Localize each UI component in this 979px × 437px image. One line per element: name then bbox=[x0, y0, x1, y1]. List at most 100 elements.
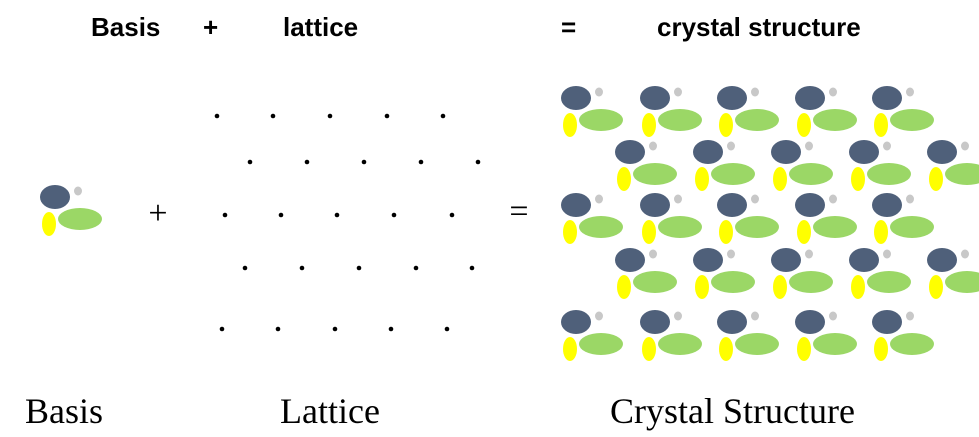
dark-ellipse bbox=[849, 140, 879, 164]
crystal-motif-2-4 bbox=[872, 193, 934, 244]
green-ellipse bbox=[945, 271, 979, 293]
grey-dot bbox=[649, 141, 657, 151]
dark-ellipse bbox=[561, 310, 591, 334]
crystal-motif-2-0 bbox=[561, 193, 623, 244]
crystal-motif-3-2 bbox=[771, 248, 833, 299]
crystal-motif-1-3 bbox=[849, 140, 911, 191]
yellow-ellipse bbox=[929, 275, 943, 299]
dark-ellipse bbox=[561, 193, 591, 217]
dark-ellipse bbox=[795, 193, 825, 217]
grey-dot bbox=[805, 249, 813, 259]
lattice-point-4-4 bbox=[444, 326, 450, 332]
crystal-motif-2-1 bbox=[640, 193, 702, 244]
green-ellipse bbox=[890, 216, 934, 238]
dark-ellipse bbox=[717, 193, 747, 217]
green-ellipse bbox=[890, 333, 934, 355]
yellow-ellipse bbox=[695, 275, 709, 299]
header-plus: + bbox=[203, 12, 219, 42]
grey-dot bbox=[727, 141, 735, 151]
lattice-point-0-0 bbox=[214, 113, 220, 119]
crystal-motif-3-3 bbox=[849, 248, 911, 299]
dark-ellipse bbox=[717, 86, 747, 110]
green-ellipse bbox=[658, 333, 702, 355]
green-ellipse bbox=[658, 109, 702, 131]
grey-dot bbox=[649, 249, 657, 259]
grey-dot bbox=[674, 311, 682, 321]
grey-dot bbox=[595, 311, 603, 321]
dark-ellipse bbox=[795, 86, 825, 110]
grey-dot bbox=[906, 87, 914, 97]
dark-ellipse bbox=[693, 248, 723, 272]
yellow-ellipse bbox=[642, 337, 656, 361]
yellow-ellipse bbox=[719, 337, 733, 361]
yellow-ellipse bbox=[617, 275, 631, 299]
yellow-ellipse bbox=[773, 167, 787, 191]
green-ellipse bbox=[711, 163, 755, 185]
crystal-motif-0-1 bbox=[640, 86, 702, 137]
lattice-point-3-0 bbox=[242, 265, 248, 271]
lattice-point-0-1 bbox=[270, 113, 276, 119]
green-ellipse bbox=[735, 333, 779, 355]
caption-crystal-structure: Crystal Structure bbox=[610, 391, 855, 431]
green-ellipse bbox=[633, 271, 677, 293]
lattice-point-2-3 bbox=[391, 212, 397, 218]
dark-ellipse bbox=[771, 140, 801, 164]
grey-dot bbox=[751, 311, 759, 321]
dark-ellipse bbox=[615, 140, 645, 164]
green-ellipse bbox=[867, 271, 911, 293]
yellow-ellipse bbox=[642, 220, 656, 244]
grey-dot bbox=[751, 194, 759, 204]
grey-dot bbox=[751, 87, 759, 97]
crystal-motif-4-2 bbox=[717, 310, 779, 361]
dark-ellipse bbox=[872, 193, 902, 217]
lattice-point-1-2 bbox=[361, 159, 367, 165]
green-ellipse bbox=[735, 216, 779, 238]
lattice-point-4-1 bbox=[275, 326, 281, 332]
yellow-ellipse bbox=[617, 167, 631, 191]
basis-motif bbox=[40, 185, 102, 236]
crystal-motif-2-3 bbox=[795, 193, 857, 244]
crystal-motif-3-4 bbox=[927, 248, 979, 299]
lattice-point-2-2 bbox=[334, 212, 340, 218]
crystal-motif-4-1 bbox=[640, 310, 702, 361]
green-ellipse bbox=[711, 271, 755, 293]
dark-ellipse bbox=[927, 248, 957, 272]
dark-ellipse bbox=[640, 193, 670, 217]
yellow-ellipse bbox=[563, 113, 577, 137]
dark-ellipse bbox=[927, 140, 957, 164]
equals-operator: = bbox=[509, 193, 528, 230]
crystal-motif-2-2 bbox=[717, 193, 779, 244]
green-ellipse bbox=[813, 333, 857, 355]
grey-dot bbox=[727, 249, 735, 259]
dark-ellipse bbox=[693, 140, 723, 164]
grey-dot bbox=[883, 249, 891, 259]
crystal-motif-0-2 bbox=[717, 86, 779, 137]
crystal-motif-4-3 bbox=[795, 310, 857, 361]
yellow-ellipse bbox=[797, 220, 811, 244]
grey-dot bbox=[906, 194, 914, 204]
green-ellipse bbox=[789, 271, 833, 293]
crystal-motif-0-4 bbox=[872, 86, 934, 137]
yellow-ellipse bbox=[874, 220, 888, 244]
crystal-motif-4-0 bbox=[561, 310, 623, 361]
yellow-ellipse bbox=[851, 275, 865, 299]
lattice-point-4-3 bbox=[388, 326, 394, 332]
crystal-motif-0-0 bbox=[561, 86, 623, 137]
grey-dot bbox=[674, 194, 682, 204]
dark-ellipse bbox=[849, 248, 879, 272]
grey-dot bbox=[906, 311, 914, 321]
yellow-ellipse bbox=[563, 220, 577, 244]
green-ellipse bbox=[945, 163, 979, 185]
header-crystal-structure: crystal structure bbox=[657, 12, 861, 42]
crystal-motif-3-0 bbox=[615, 248, 677, 299]
yellow-ellipse bbox=[42, 212, 56, 236]
dark-ellipse bbox=[717, 310, 747, 334]
green-ellipse bbox=[735, 109, 779, 131]
caption-basis: Basis bbox=[25, 391, 104, 431]
green-ellipse bbox=[579, 216, 623, 238]
yellow-ellipse bbox=[563, 337, 577, 361]
lattice-point-4-0 bbox=[219, 326, 225, 332]
header-basis: Basis bbox=[91, 12, 161, 42]
yellow-ellipse bbox=[773, 275, 787, 299]
